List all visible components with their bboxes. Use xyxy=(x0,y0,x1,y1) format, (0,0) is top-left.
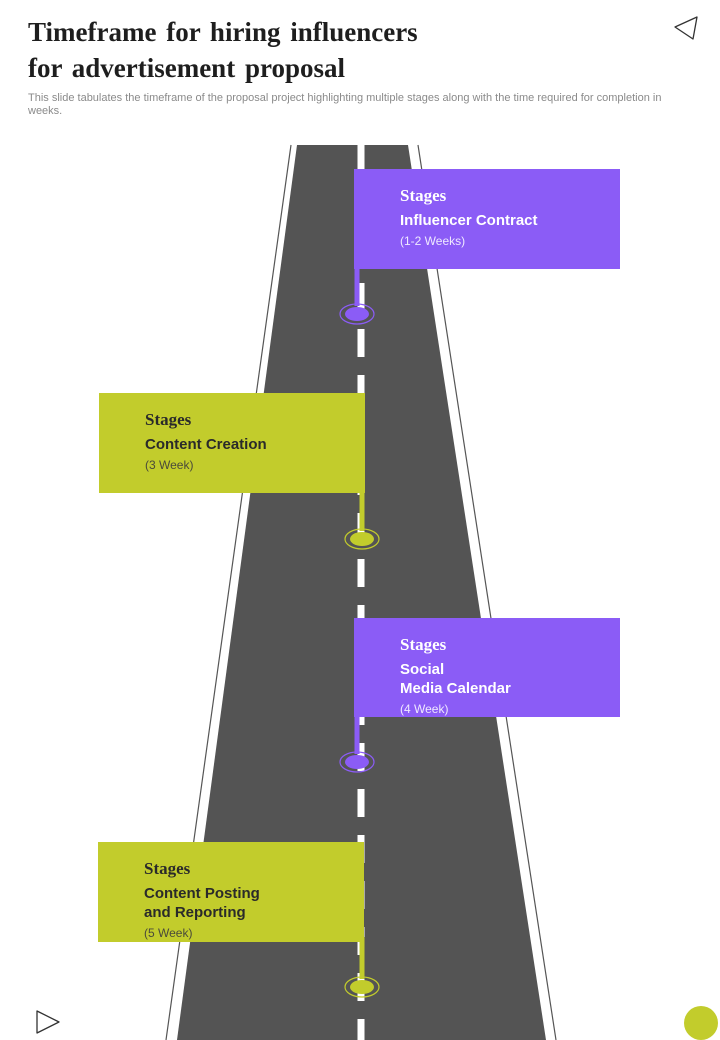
marker-1 xyxy=(339,262,375,325)
stage-duration: (5 Week) xyxy=(144,926,193,940)
stage-name: Influencer Contract xyxy=(400,212,538,229)
stage-card-1: Stages Influencer Contract (1-2 Weeks) xyxy=(354,169,620,269)
triangle-right-outline-icon[interactable] xyxy=(34,1008,62,1036)
marker-4 xyxy=(344,937,380,998)
stage-duration: (4 Week) xyxy=(400,702,449,716)
road-edge-right xyxy=(417,144,557,1040)
stage-card-4: Stages Content Posting and Reporting (5 … xyxy=(98,842,364,942)
stage-duration: (1-2 Weeks) xyxy=(400,234,466,248)
stage-label: Stages xyxy=(144,859,191,878)
stage-name: Social Media Calendar xyxy=(400,661,511,697)
stage-label: Stages xyxy=(400,186,447,205)
stage-label: Stages xyxy=(400,635,447,654)
stage-name: Content Creation xyxy=(145,436,267,453)
stage-label: Stages xyxy=(145,410,192,429)
marker-3 xyxy=(339,710,375,773)
page-title: Timeframe for hiring influencers for adv… xyxy=(28,17,418,83)
green-circle-icon xyxy=(684,1006,718,1040)
page-subtitle: This slide tabulates the timeframe of th… xyxy=(28,92,662,117)
stage-card-2: Stages Content Creation (3 Week) xyxy=(99,393,365,493)
triangle-left-outline-icon[interactable] xyxy=(672,14,700,42)
stage-duration: (3 Week) xyxy=(145,458,194,472)
stage-card-3: Stages Social Media Calendar (4 Week) xyxy=(354,618,620,717)
marker-2 xyxy=(344,488,380,550)
road-surface xyxy=(177,145,546,1040)
stage-name: Content Posting and Reporting xyxy=(144,885,260,921)
